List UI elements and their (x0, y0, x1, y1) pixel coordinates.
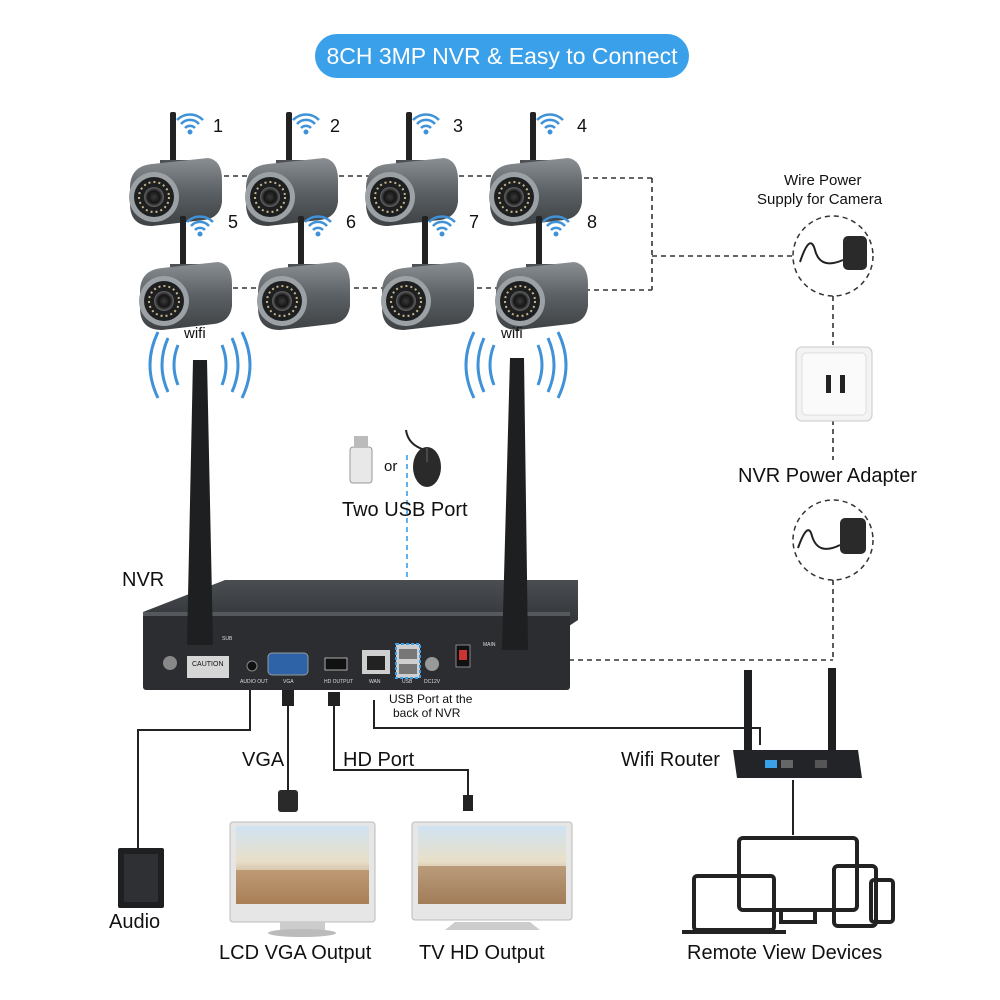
panel-hd-output-text: HD OUTPUT (324, 679, 354, 685)
panel-main-text: MAIN (483, 642, 496, 648)
mouse-icon (405, 429, 441, 487)
usb-stick-icon (349, 436, 373, 484)
camera-7 (380, 215, 475, 331)
audio-label: Audio (109, 911, 161, 933)
camera-1 (128, 111, 223, 227)
camera-5 (138, 215, 233, 331)
panel-dc-text: DC12V (424, 679, 441, 685)
camera-number-6: 6 (346, 212, 357, 232)
nvr-power-adapter-icon (792, 499, 874, 581)
nvr-power-adapter-label: NVR Power Adapter (738, 465, 917, 487)
camera-8 (494, 215, 589, 331)
vga-plug-top (282, 690, 294, 706)
panel-caution-text: CAUTION (192, 661, 224, 668)
panel-audio-out-text: AUDIO OUT (240, 679, 268, 685)
remote-view-devices-label: Remote View Devices (687, 942, 883, 964)
wire-power-adapter-icon (792, 215, 874, 297)
tv-icon (411, 821, 573, 930)
camera-number-8: 8 (587, 212, 598, 232)
lcd-vga-output-label: LCD VGA Output (219, 942, 372, 964)
hdmi-plug-top (328, 692, 340, 706)
camera-number-2: 2 (330, 116, 341, 136)
remote-view-devices-icon (682, 836, 895, 934)
wire-power-label-line1: Wire Power (784, 172, 862, 189)
panel-vga-text: VGA (283, 679, 294, 685)
wifi-signal-icon-right (464, 331, 568, 399)
diagram-title: 8CH 3MP NVR & Easy to Connect (315, 34, 689, 78)
usb-back-note-line2: back of NVR (393, 706, 461, 720)
tv-hd-output-label: TV HD Output (419, 942, 545, 964)
wifi-router-icon (733, 668, 862, 778)
camera-6 (256, 215, 351, 331)
nvr-device (143, 358, 578, 690)
wire-power-label-line2: Supply for Camera (757, 191, 883, 208)
hdmi-plug-bottom (463, 795, 473, 811)
camera-number-4: 4 (577, 116, 588, 136)
wifi-signal-icon-left (148, 331, 252, 399)
vga-label: VGA (242, 749, 285, 771)
camera-number-3: 3 (453, 116, 464, 136)
lcd-monitor-icon (229, 821, 376, 937)
camera-4 (488, 111, 583, 227)
panel-sub-text: SUB (222, 636, 233, 642)
wall-socket-icon (795, 346, 873, 422)
panel-wan-text: WAN (369, 679, 381, 685)
wifi-label-right: wifi (501, 325, 523, 342)
camera-number-1: 1 (213, 116, 224, 136)
hd-port-label: HD Port (343, 749, 415, 771)
wifi-router-label: Wifi Router (621, 749, 720, 771)
vga-plug-bottom (278, 790, 298, 812)
audio-speaker-icon (118, 848, 164, 908)
usb-or-label: or (384, 458, 398, 475)
nvr-label: NVR (122, 569, 165, 591)
wifi-label-left: wifi (184, 325, 206, 342)
nvr-output-cables (137, 690, 794, 850)
camera-3 (364, 111, 459, 227)
usb-back-note-line1: USB Port at the (389, 692, 473, 706)
camera-2 (244, 111, 339, 227)
usb-port-label: Two USB Port (342, 499, 468, 521)
panel-usb-text: USB (402, 679, 413, 685)
camera-number-5: 5 (228, 212, 239, 232)
camera-number-7: 7 (469, 212, 480, 232)
